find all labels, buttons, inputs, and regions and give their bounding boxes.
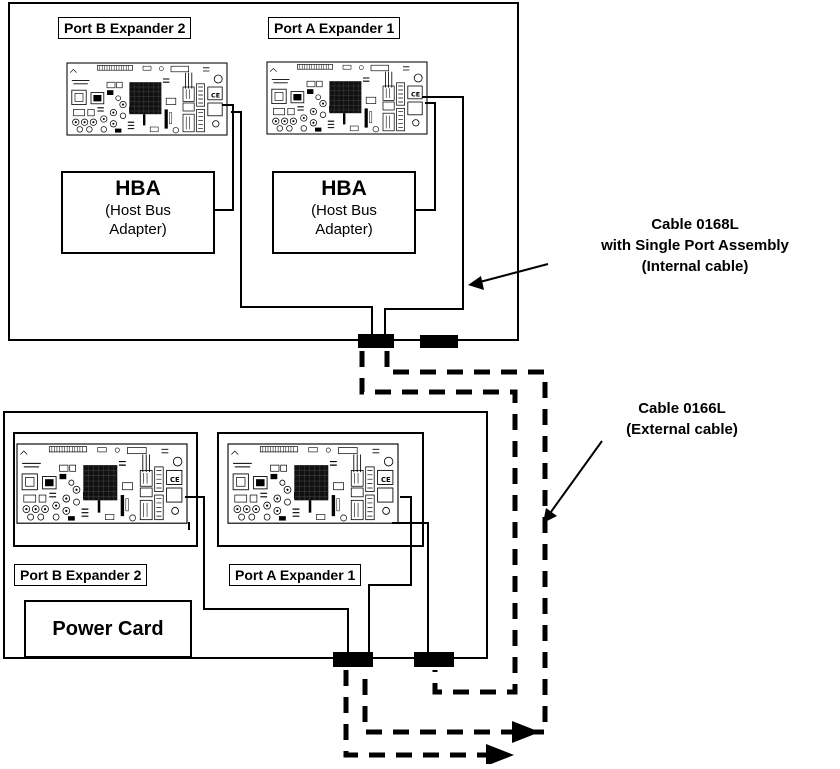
internal-cable-line3: (Internal cable) bbox=[641, 258, 749, 275]
lower-expander-1-bay bbox=[217, 432, 424, 547]
external-cable-arrowhead-upper bbox=[512, 721, 540, 743]
lower-port-a-label: Port A Expander 1 bbox=[229, 564, 362, 586]
external-cable-arrowhead bbox=[543, 508, 557, 523]
upper-port-a-label: Port A Expander 1 bbox=[268, 17, 401, 39]
power-card: Power Card bbox=[24, 600, 192, 658]
lower-enclosure bbox=[3, 411, 488, 659]
hba-left-line2: Adapter) bbox=[109, 221, 167, 238]
lower-internal-cables bbox=[185, 496, 429, 653]
hba-right: HBA (Host Bus Adapter) bbox=[272, 171, 416, 254]
internal-cable-line2: with Single Port Assembly bbox=[601, 237, 789, 254]
lower-connector-right bbox=[414, 652, 454, 667]
upper-expander-1-board bbox=[266, 61, 428, 135]
hba-right-title: HBA bbox=[321, 177, 367, 200]
upper-enclosure bbox=[8, 2, 519, 341]
external-cable-pointer bbox=[547, 440, 603, 517]
external-cable-arrowhead-lower bbox=[486, 744, 514, 766]
external-cable-line1: Cable 0166L bbox=[638, 400, 726, 417]
internal-cable-label: Cable 0168L with Single Port Assembly (I… bbox=[552, 214, 838, 277]
hba-left-title: HBA bbox=[115, 177, 161, 200]
lower-port-b-label: Port B Expander 2 bbox=[14, 564, 148, 586]
internal-cable-line1: Cable 0168L bbox=[651, 216, 739, 233]
upper-internal-cables bbox=[213, 96, 464, 335]
external-cable-line2: (External cable) bbox=[626, 421, 738, 438]
upper-expander-2-board bbox=[66, 62, 228, 136]
hba-right-line2: Adapter) bbox=[315, 221, 373, 238]
hba-left-line1: (Host Bus bbox=[105, 202, 171, 219]
lower-expander-1-board bbox=[227, 443, 399, 524]
lower-expander-2-bay bbox=[13, 432, 198, 547]
lower-connector-left bbox=[333, 652, 373, 667]
hba-right-line1: (Host Bus bbox=[311, 202, 377, 219]
lower-expander-2-board bbox=[16, 443, 188, 524]
hba-left: HBA (Host Bus Adapter) bbox=[61, 171, 215, 254]
internal-cable-arrowhead bbox=[468, 276, 484, 290]
external-cables bbox=[343, 351, 548, 758]
external-cable-label: Cable 0166L (External cable) bbox=[592, 398, 772, 440]
upper-spare-connector bbox=[420, 335, 458, 348]
upper-port-b-label: Port B Expander 2 bbox=[58, 17, 192, 39]
upper-cable-connector bbox=[358, 334, 394, 348]
internal-cable-pointer bbox=[475, 263, 549, 284]
